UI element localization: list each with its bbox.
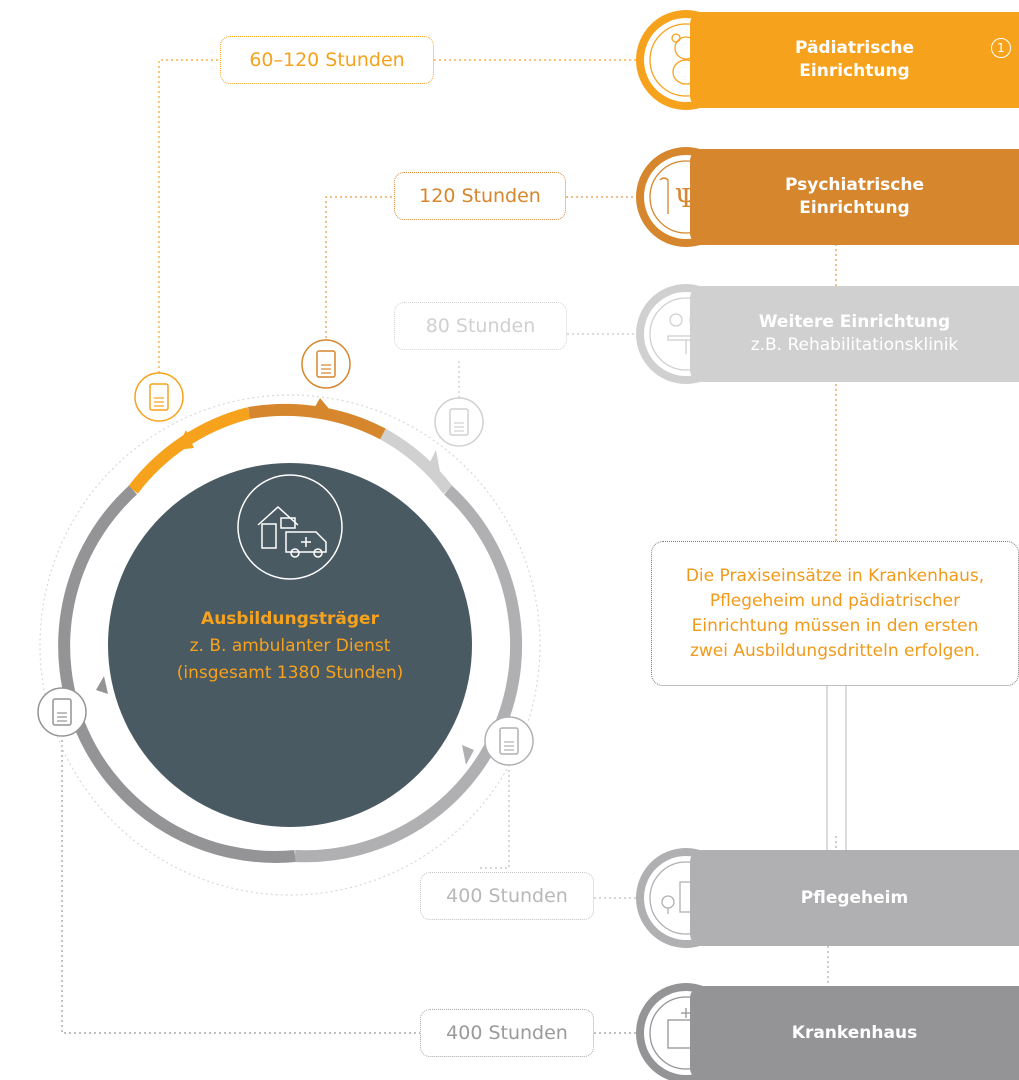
center-line-2: (insgesamt 1380 Stunden): [176, 663, 404, 683]
note-line-2: Pflegeheim und pädiatrischer: [709, 590, 961, 611]
hours-psychiatric: 120 Stunden: [394, 172, 566, 220]
card-further: Weitere Einrichtung z.B. Rehabilitations…: [690, 286, 1019, 382]
card-paediatric-title-2: Einrichtung: [799, 61, 910, 81]
connector-nursing: [480, 770, 510, 869]
ring-segment-psychiatric: [247, 403, 386, 440]
connector-paediatric: [158, 59, 220, 378]
card-nursing-home: Pflegeheim: [690, 850, 1019, 946]
document-icon-psychiatric: [301, 339, 351, 389]
note-box: Die Praxiseinsätze in Krankenhaus, Pfleg…: [651, 541, 1019, 686]
card-further-title: Weitere Einrichtung: [758, 312, 951, 332]
hours-nursing-home: 400 Stunden: [420, 872, 594, 920]
card-hospital-title: Krankenhaus: [791, 1022, 918, 1043]
connector-psychiatric: [325, 196, 394, 343]
document-icon-further: [434, 397, 484, 447]
outer-dotted-ring: [39, 394, 541, 896]
center-text: Ausbildungsträger z. B. ambulanter Diens…: [108, 606, 472, 687]
connector-hospital: [61, 740, 420, 1034]
note-line-3: Einrichtung müssen in den ersten: [691, 615, 979, 636]
card-further-subtitle: z.B. Rehabilitationsklinik: [750, 335, 959, 355]
card-hospital: Krankenhaus: [690, 986, 1019, 1080]
card-paediatric: Pädiatrische Einrichtung 1: [690, 12, 1019, 108]
footnote-badge: 1: [991, 38, 1011, 58]
card-paediatric-title-1: Pädiatrische: [794, 38, 915, 58]
document-icon-hospital: [37, 687, 87, 737]
hours-hospital: 400 Stunden: [420, 1009, 594, 1057]
card-psychiatric: Psychiatrische Einrichtung: [690, 149, 1019, 245]
document-icon-paediatric: [134, 372, 184, 422]
ring-segment-further: [380, 428, 453, 494]
hours-further: 80 Stunden: [394, 302, 567, 350]
center-line-1: z. B. ambulanter Dienst: [189, 636, 391, 656]
card-psychiatric-title-1: Psychiatrische: [784, 175, 924, 195]
house-ambulance-icon: [237, 474, 343, 580]
card-psychiatric-title-2: Einrichtung: [799, 198, 910, 218]
center-title: Ausbildungsträger: [201, 609, 379, 629]
note-line-4: zwei Ausbildungsdritteln erfolgen.: [689, 640, 981, 661]
ring-segment-hospital: [58, 485, 296, 863]
card-nursing-home-title: Pflegeheim: [800, 887, 909, 908]
document-icon-nursing-home: [484, 716, 534, 766]
center-circle: [108, 463, 472, 827]
note-line-1: Die Praxiseinsätze in Krankenhaus,: [685, 565, 985, 586]
hours-paediatric: 60–120 Stunden: [220, 36, 434, 84]
